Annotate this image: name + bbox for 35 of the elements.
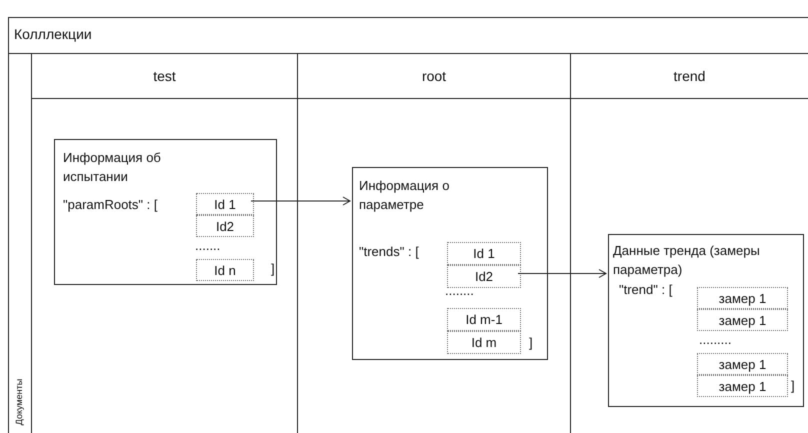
arrow xyxy=(518,269,606,278)
field-text: ....... xyxy=(195,237,222,255)
document-title: Информация об испытании xyxy=(63,149,162,186)
column-header: root xyxy=(298,54,570,99)
array-item: замер 1 xyxy=(697,353,788,375)
array-item: Id 1 xyxy=(447,242,521,265)
collection-column xyxy=(570,54,808,433)
array-item: Id m xyxy=(447,331,521,354)
document-box xyxy=(352,167,548,360)
field-text: ] xyxy=(271,260,276,278)
collection-column xyxy=(297,54,570,433)
document-title: Данные тренда (замеры параметра) xyxy=(613,242,761,279)
document-title: Информация о параметре xyxy=(359,177,450,214)
collection-column xyxy=(31,54,297,433)
document-box xyxy=(54,139,277,285)
array-item: замер 1 xyxy=(697,309,788,331)
field-text: "paramRoots" : [ xyxy=(63,196,158,214)
field-text: ] xyxy=(529,334,534,352)
document-box xyxy=(608,234,804,407)
array-item: Id m-1 xyxy=(447,308,521,331)
column-header: test xyxy=(32,54,297,99)
array-item: Id2 xyxy=(447,265,521,288)
lane-label: Документы xyxy=(13,378,25,428)
array-item: Id2 xyxy=(196,215,254,237)
array-item: замер 1 xyxy=(697,375,788,397)
field-text: ] xyxy=(791,377,796,395)
field-text: "trend" : [ xyxy=(619,281,674,299)
array-item: замер 1 xyxy=(697,287,788,309)
arrow xyxy=(250,196,350,206)
array-item: Id n xyxy=(196,259,254,281)
field-text: ......... xyxy=(699,331,733,349)
column-header: trend xyxy=(571,54,808,99)
field-text: "trends" : [ xyxy=(359,243,420,261)
pool-title: Колллекции xyxy=(14,26,92,42)
array-item: Id 1 xyxy=(196,193,254,215)
